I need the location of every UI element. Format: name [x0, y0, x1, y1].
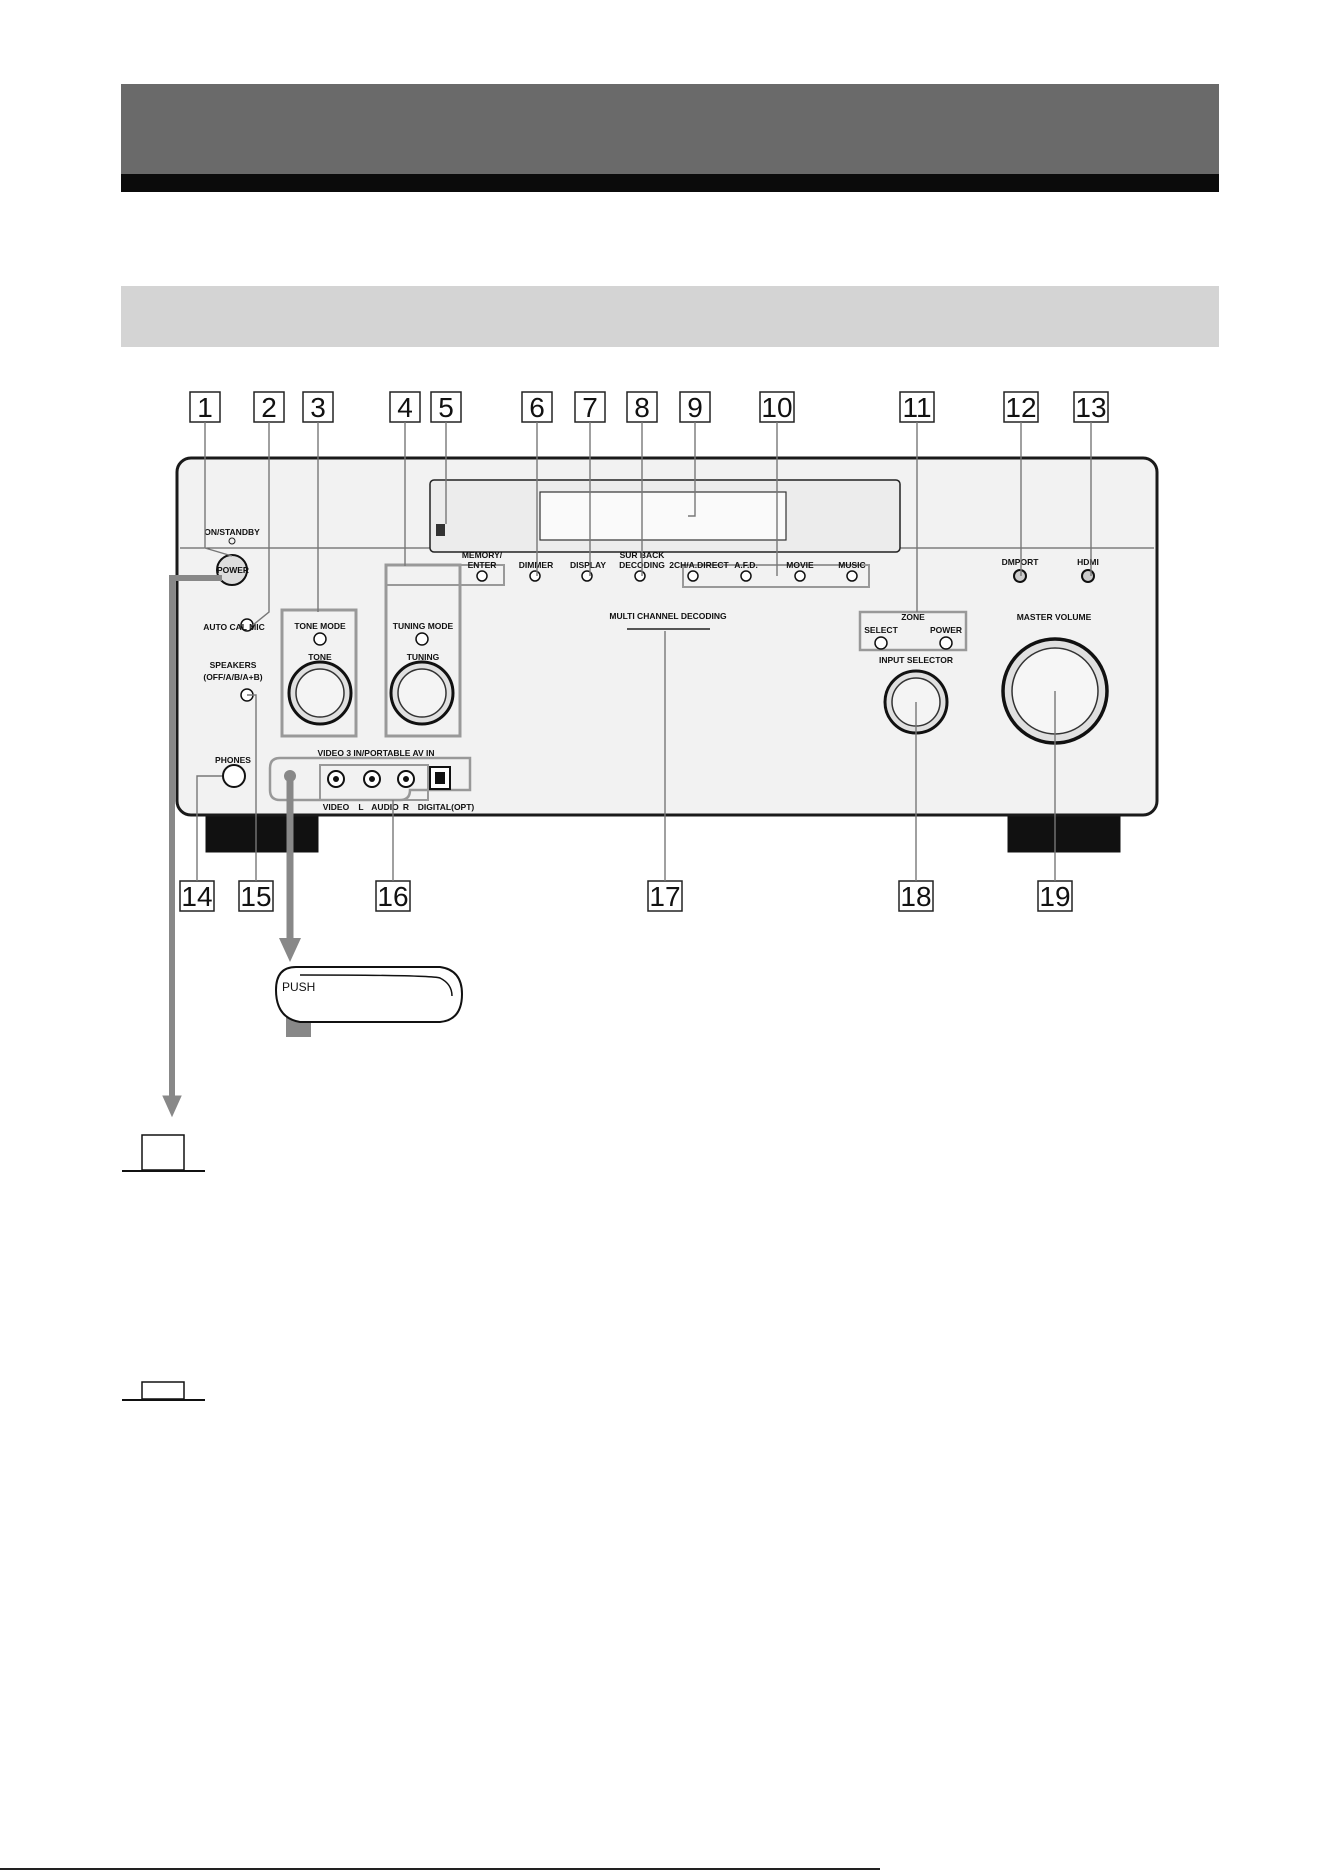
callout-3: 3	[302, 391, 334, 423]
svg-text:14: 14	[181, 881, 212, 912]
callout-11: 11	[899, 391, 935, 423]
2ch-direct-button[interactable]	[687, 570, 699, 582]
svg-text:18: 18	[900, 881, 931, 912]
phones-label: PHONES	[215, 755, 251, 765]
callout-10: 10	[759, 391, 795, 423]
panel-controls	[216, 537, 1109, 802]
chapter-title-rule	[121, 174, 1219, 192]
pressed-button-icon	[122, 1381, 205, 1401]
callout-6: 6	[521, 391, 553, 423]
callout-12: 12	[1003, 391, 1039, 423]
phones-jack[interactable]	[222, 764, 246, 788]
zone-power-label: POWER	[930, 625, 962, 635]
power-label: POWER	[217, 565, 249, 575]
callout-14: 14	[179, 880, 215, 912]
svg-text:17: 17	[649, 881, 680, 912]
music-button[interactable]	[846, 570, 858, 582]
audio-l-label: L	[358, 802, 363, 812]
svg-text:9: 9	[687, 392, 703, 423]
svg-text:12: 12	[1005, 392, 1036, 423]
display-label: DISPLAY	[570, 560, 606, 570]
movie-label: MOVIE	[786, 560, 814, 570]
digital-opt-label: DIGITAL(OPT)	[418, 802, 475, 812]
zone-label: ZONE	[901, 612, 925, 622]
svg-text:16: 16	[377, 881, 408, 912]
svg-text:4: 4	[397, 392, 413, 423]
svg-text:10: 10	[761, 392, 792, 423]
callout-1: 1	[189, 391, 221, 423]
tone-label: TONE	[308, 652, 332, 662]
sur-back-decoding-button[interactable]	[634, 570, 646, 582]
panel-labels: ON/STANDBY POWER AUTO CAL MIC SPEAKERS (…	[203, 527, 1099, 812]
power-button[interactable]	[216, 554, 248, 586]
audio-label: AUDIO	[371, 802, 399, 812]
svg-text:13: 13	[1075, 392, 1106, 423]
speakers-label: SPEAKERS	[210, 660, 257, 670]
tuning-label: TUNING	[407, 652, 440, 662]
master-volume-label: MASTER VOLUME	[1017, 612, 1092, 622]
page-footer-rule	[0, 1868, 880, 1870]
enter-label: ENTER	[468, 560, 497, 570]
audio-r-label: R	[403, 802, 409, 812]
auto-cal-mic-label: AUTO CAL MIC	[203, 622, 265, 632]
dimmer-label: DIMMER	[519, 560, 553, 570]
svg-text:15: 15	[240, 881, 271, 912]
memory-label: MEMORY/	[462, 550, 503, 560]
push-door-illustration: PUSH	[274, 966, 464, 1023]
zone-select-label: SELECT	[864, 625, 898, 635]
svg-text:1: 1	[197, 392, 213, 423]
hdmi-jack[interactable]	[1081, 569, 1095, 583]
memory-enter-button[interactable]	[476, 570, 488, 582]
button-shape-icons	[122, 1134, 205, 1401]
svg-text:3: 3	[310, 392, 326, 423]
callout-8: 8	[626, 391, 658, 423]
callout-13: 13	[1073, 391, 1109, 423]
svg-text:19: 19	[1039, 881, 1070, 912]
tone-mode-button[interactable]	[313, 632, 327, 646]
input-selector-label: INPUT SELECTOR	[879, 655, 953, 665]
zone-select-button[interactable]	[874, 636, 888, 650]
callout-4: 4	[389, 391, 421, 423]
2ch-direct-label: 2CH/A.DIRECT	[669, 560, 729, 570]
zone-power-button[interactable]	[939, 636, 953, 650]
tuning-mode-label: TUNING MODE	[393, 621, 454, 631]
chapter-title-band	[121, 84, 1219, 174]
multi-channel-decoding-label: MULTI CHANNEL DECODING	[609, 611, 727, 621]
svg-text:7: 7	[582, 392, 598, 423]
callout-5: 5	[430, 391, 462, 423]
callout-15: 15	[238, 880, 274, 912]
svg-text:5: 5	[438, 392, 454, 423]
video3-label: VIDEO 3 IN/PORTABLE AV IN	[318, 748, 435, 758]
on-standby-label: ON/STANDBY	[204, 527, 260, 537]
dimmer-button[interactable]	[529, 570, 541, 582]
callout-7: 7	[574, 391, 606, 423]
callout-2: 2	[253, 391, 285, 423]
music-label: MUSIC	[838, 560, 865, 570]
svg-text:11: 11	[902, 392, 931, 423]
afd-label: A.F.D.	[734, 560, 758, 570]
callout-16: 16	[375, 880, 411, 912]
svg-text:2: 2	[261, 392, 277, 423]
callout-18: 18	[898, 880, 934, 912]
dmport-jack[interactable]	[1013, 569, 1027, 583]
movie-button[interactable]	[794, 570, 806, 582]
svg-text:6: 6	[529, 392, 545, 423]
callout-9: 9	[679, 391, 711, 423]
tone-mode-label: TONE MODE	[294, 621, 346, 631]
raised-button-icon	[122, 1134, 205, 1172]
callout-17: 17	[647, 880, 683, 912]
hdmi-label: HDMI	[1077, 557, 1099, 567]
speakers-mode-label: (OFF/A/B/A+B)	[203, 672, 262, 682]
section-heading-band	[121, 286, 1219, 347]
leader-lines	[196, 422, 1092, 881]
push-label: PUSH	[282, 980, 315, 994]
video-label: VIDEO	[323, 802, 350, 812]
tuning-mode-button[interactable]	[415, 632, 429, 646]
afd-button[interactable]	[740, 570, 752, 582]
callout-19: 19	[1037, 880, 1073, 912]
svg-text:8: 8	[634, 392, 650, 423]
